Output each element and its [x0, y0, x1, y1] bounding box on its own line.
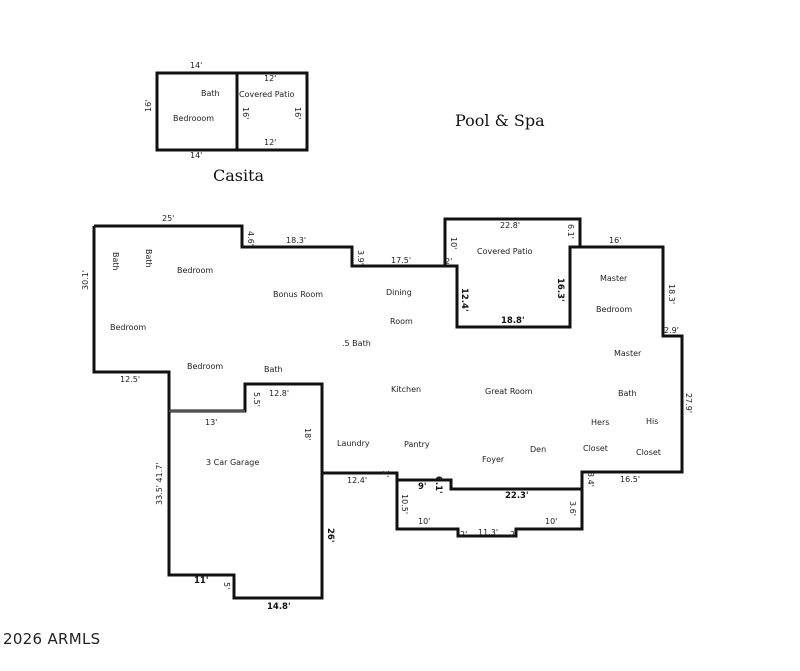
dim-6-1: 6.1' [566, 224, 575, 239]
casita-patio-label: Covered Patio [239, 90, 295, 99]
copyright-text: 2026 ARMLS [3, 630, 101, 648]
dim-22-3: 22.3' [505, 491, 529, 501]
bedroom-lower-label: Bedroom [187, 362, 223, 371]
dim-2-right: 2' [510, 530, 517, 539]
bedroom-left-label: Bedroom [110, 323, 146, 332]
kitchen-label: Kitchen [391, 385, 421, 394]
dim-17-5: 17.5' [391, 256, 411, 265]
half-bath-label: .5 Bath [342, 339, 371, 348]
dim-4-6: 4.6' [246, 231, 255, 246]
casita-dim-top-right: 12' [264, 74, 276, 83]
casita-dim-bottom-left: 14' [190, 151, 202, 160]
garage-label: 3 Car Garage [206, 458, 259, 467]
room-label: Room [390, 317, 413, 326]
closet-label-2: Closet [636, 448, 661, 457]
casita-dim-mid: 16' [241, 107, 250, 119]
dim-10-right: 10' [545, 517, 557, 526]
dim-16-3: 16.3' [555, 278, 565, 302]
dining-label: Dining [386, 288, 412, 297]
dim-5: 5' [222, 582, 231, 589]
great-room-label: Great Room [485, 387, 533, 396]
casita-bedroom-label: Bedrooom [173, 114, 214, 123]
dim-26: 26' [325, 528, 335, 542]
hers-label: Hers [591, 418, 609, 427]
casita-dim-right: 16' [293, 107, 302, 119]
patio-notch [445, 245, 580, 329]
dim-18-3: 18.3' [286, 236, 306, 245]
entry-protrusion [395, 473, 584, 538]
dim-3-9: 3.9' [356, 250, 365, 265]
casita-title: Casita [213, 166, 265, 185]
dim-1: 1' [381, 470, 390, 477]
dim-25: 25' [162, 214, 174, 223]
dim-16-5: 16.5' [620, 475, 640, 484]
dim-10: 10' [449, 237, 458, 249]
dim-10-left: 10' [418, 517, 430, 526]
dim-12-8: 12.8' [269, 389, 289, 398]
dim-2-left: 2' [460, 530, 467, 539]
laundry-label: Laundry [337, 439, 370, 448]
dim-18-3-right: 18.3' [667, 284, 676, 304]
his-label: His [646, 417, 658, 426]
dim-18-8: 18.8' [501, 316, 525, 326]
pantry-label: Pantry [404, 440, 430, 449]
dim-10-5: 10.5' [400, 494, 409, 514]
dim-12-4-lower: 12.4' [347, 476, 367, 485]
dim-3-6: 3.6' [568, 501, 577, 516]
dim-12-4: 12.4' [459, 288, 469, 312]
foyer-label: Foyer [482, 455, 505, 464]
dim-22-8: 22.8' [500, 221, 520, 230]
bonus-room-label: Bonus Room [273, 290, 323, 299]
dim-2: 2' [445, 257, 452, 266]
dim-12-5: 12.5' [120, 375, 140, 384]
closet-label-1: Closet [583, 444, 608, 453]
covered-patio-label: Covered Patio [477, 247, 533, 256]
dim-5-5: 5.5' [252, 392, 261, 407]
dim-33-5-41-7: 33.5' 41.7' [155, 462, 164, 505]
bath-vertical-1: Bath [111, 252, 120, 271]
bedroom-top-label: Bedroom [177, 266, 213, 275]
master-label: Master [600, 274, 628, 283]
den-label: Den [530, 445, 546, 454]
casita-dim-bottom-right: 12' [264, 138, 276, 147]
dim-11-3: 11.3' [478, 528, 498, 537]
dim-14-8: 14.8' [267, 602, 291, 612]
dim-18: 18' [303, 428, 312, 440]
dim-11: 11' [194, 576, 208, 586]
dim-3-4: 3.4' [586, 472, 595, 487]
dim-30-1: 30.1' [81, 270, 90, 290]
main-house-outline [92, 217, 684, 600]
casita-dim-top-left: 14' [190, 61, 202, 70]
casita-dim-left: 16' [144, 100, 153, 112]
dim-6-1-lower: 6.1' [433, 476, 443, 494]
master-bath-label: Bath [618, 389, 637, 398]
casita-outline [155, 71, 309, 152]
casita-bath-label: Bath [201, 89, 220, 98]
dim-2-9: 2.9' [664, 326, 679, 335]
master-label-2: Master [614, 349, 642, 358]
dim-9: 9' [418, 482, 427, 492]
bath-vertical-2: Bath [144, 249, 153, 268]
bath-mid-label: Bath [264, 365, 283, 374]
dim-27-9: 27.9' [684, 393, 693, 413]
pool-spa-label: Pool & Spa [455, 111, 545, 130]
dim-16: 16' [609, 236, 621, 245]
dim-13: 13' [205, 418, 217, 427]
master-bedroom-label: Bedroom [596, 305, 632, 314]
